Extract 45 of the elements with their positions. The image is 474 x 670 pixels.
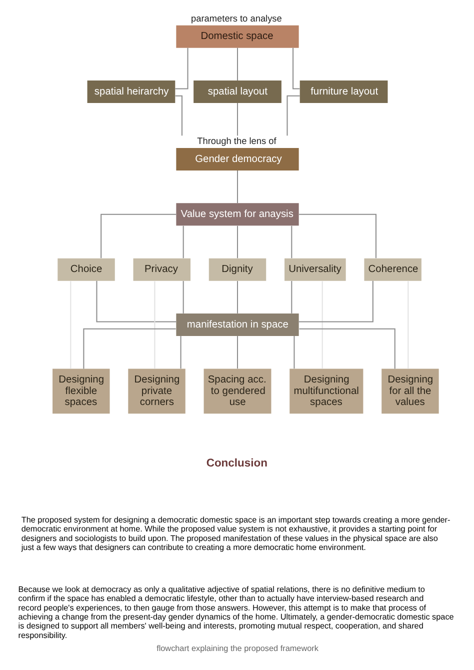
connector <box>236 280 238 313</box>
node-box: spatial heirarchy <box>86 80 175 103</box>
connector <box>290 225 292 258</box>
node-box: furniture layout <box>299 80 388 103</box>
node-box: spatial layout <box>193 80 281 103</box>
node-box: Coherence <box>364 258 421 280</box>
connector <box>174 47 188 89</box>
connector <box>180 336 181 368</box>
connector <box>96 280 176 322</box>
node-box: Domestic space <box>176 24 298 48</box>
connector <box>182 280 184 313</box>
node-box: Choice <box>57 258 114 280</box>
label: Conclusion <box>206 457 268 470</box>
connector <box>236 47 238 80</box>
node-box: Value system for anaysis <box>176 202 298 226</box>
node-box: Privacy <box>132 258 190 280</box>
connector <box>298 328 395 368</box>
connector <box>236 170 238 203</box>
node-box: Universality <box>284 258 346 280</box>
node-label: parameters to analyse <box>190 12 282 23</box>
label: The proposed system for designing a democratic domestic space is an important step towards creating a more gender-democratic environment at home. While the proposed value system is not exhaustive, it provides a starting point for designers and sociologists to build upon. The proposed manifestation of these values in the physical space are also just a few ways that designers can contribute to creating a more democratic home environment. <box>20 514 450 552</box>
node-label: Through the lens of <box>196 136 276 146</box>
node-box: Dignity <box>208 258 266 280</box>
node-box: manifestation in space <box>176 313 298 336</box>
label: Because we look at democracy as only a qualitative adjective of spatial relations, there is no definitive medium to confirm if the space has enabled a democratic lifestyle, other than to actually have interview-based research and record people's experiences, to then gauge from those answers. However, this attempt is to make that process of achieving a change from the present-day gender dynamics of the home. Ultimately, a gender-democratic domestic space is designed to support all members' well-being and interests, promoting mutual respect, cooperation, and shared responsibility. <box>18 584 454 640</box>
node-box: Designing flexible spaces <box>52 368 110 414</box>
connector <box>298 213 376 258</box>
node-box: Designing private corners <box>128 368 185 414</box>
connector <box>293 336 294 368</box>
caption: flowchart explaining the proposed framework <box>156 644 318 653</box>
node-box: Designing multifunctional spaces <box>289 368 363 414</box>
connector <box>100 213 176 258</box>
connector <box>82 328 176 368</box>
node-box: Spacing acc. to gendered use <box>203 368 271 414</box>
connector <box>174 94 182 136</box>
connector <box>236 225 238 258</box>
connector <box>292 47 300 89</box>
node-box: Gender democracy <box>176 147 298 170</box>
connector <box>236 102 238 136</box>
connector <box>236 336 238 368</box>
connector <box>182 225 184 258</box>
connector <box>290 280 292 313</box>
connector <box>298 280 373 322</box>
node-box: Designing for all the values <box>381 368 438 414</box>
connector <box>286 94 300 136</box>
